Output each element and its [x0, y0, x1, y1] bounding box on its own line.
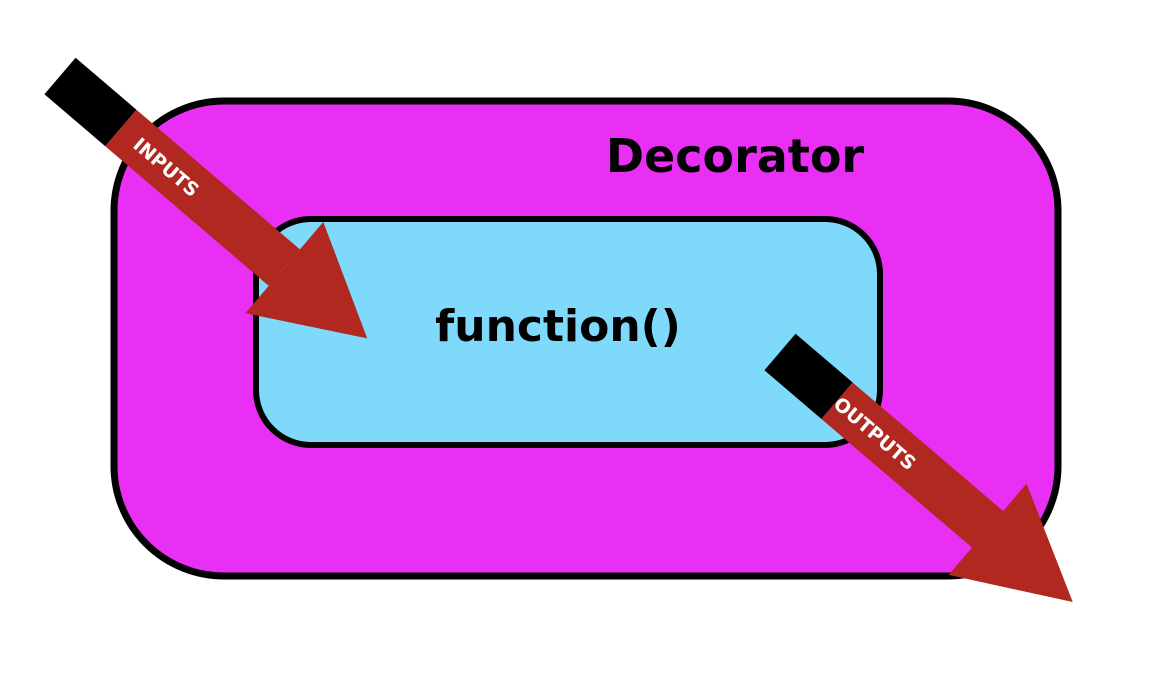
outputs-arrow-head [948, 483, 1073, 603]
function-box [253, 216, 883, 448]
inputs-arrow-shaft [105, 109, 300, 286]
function-label: function() [435, 301, 681, 352]
inputs-arrow-tail [44, 57, 137, 147]
outputs-arrow-shaft [821, 382, 1004, 548]
inputs-arrow-head [245, 221, 368, 339]
decorator-label: Decorator [606, 129, 865, 183]
outputs-arrow-tail [764, 333, 853, 419]
outputs-arrow: OUTPUTS [764, 333, 1073, 603]
